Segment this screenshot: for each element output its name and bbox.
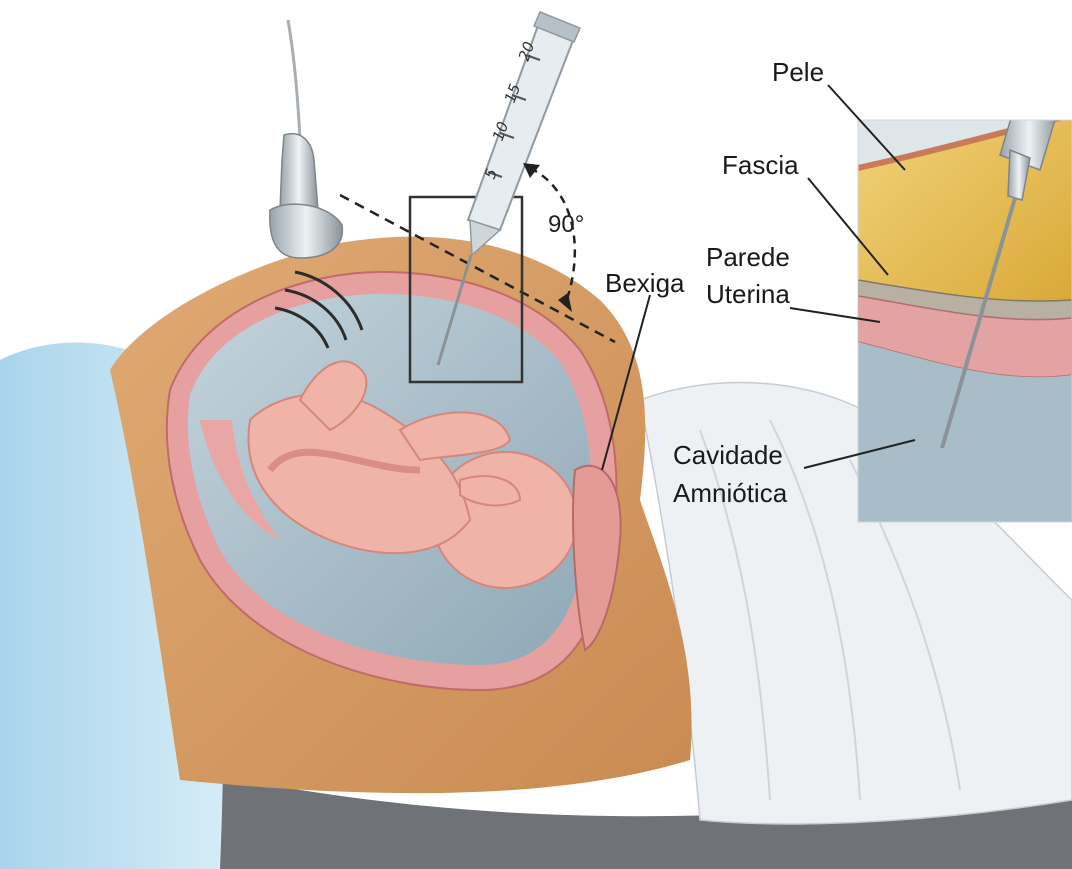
label-uterine-wall-1: Parede [706,242,790,272]
label-uterine-wall-2: Uterina [706,279,790,309]
label-fascia: Fascia [722,150,799,180]
angle-label: 90° [548,211,584,238]
label-amniotic-1: Cavidade [673,440,783,470]
label-bladder: Bexiga [605,268,685,298]
inset-magnified-view [858,95,1072,522]
label-skin: Pele [772,57,824,87]
ultrasound-transducer [270,20,343,258]
label-amniotic-2: Amniótica [673,478,788,508]
